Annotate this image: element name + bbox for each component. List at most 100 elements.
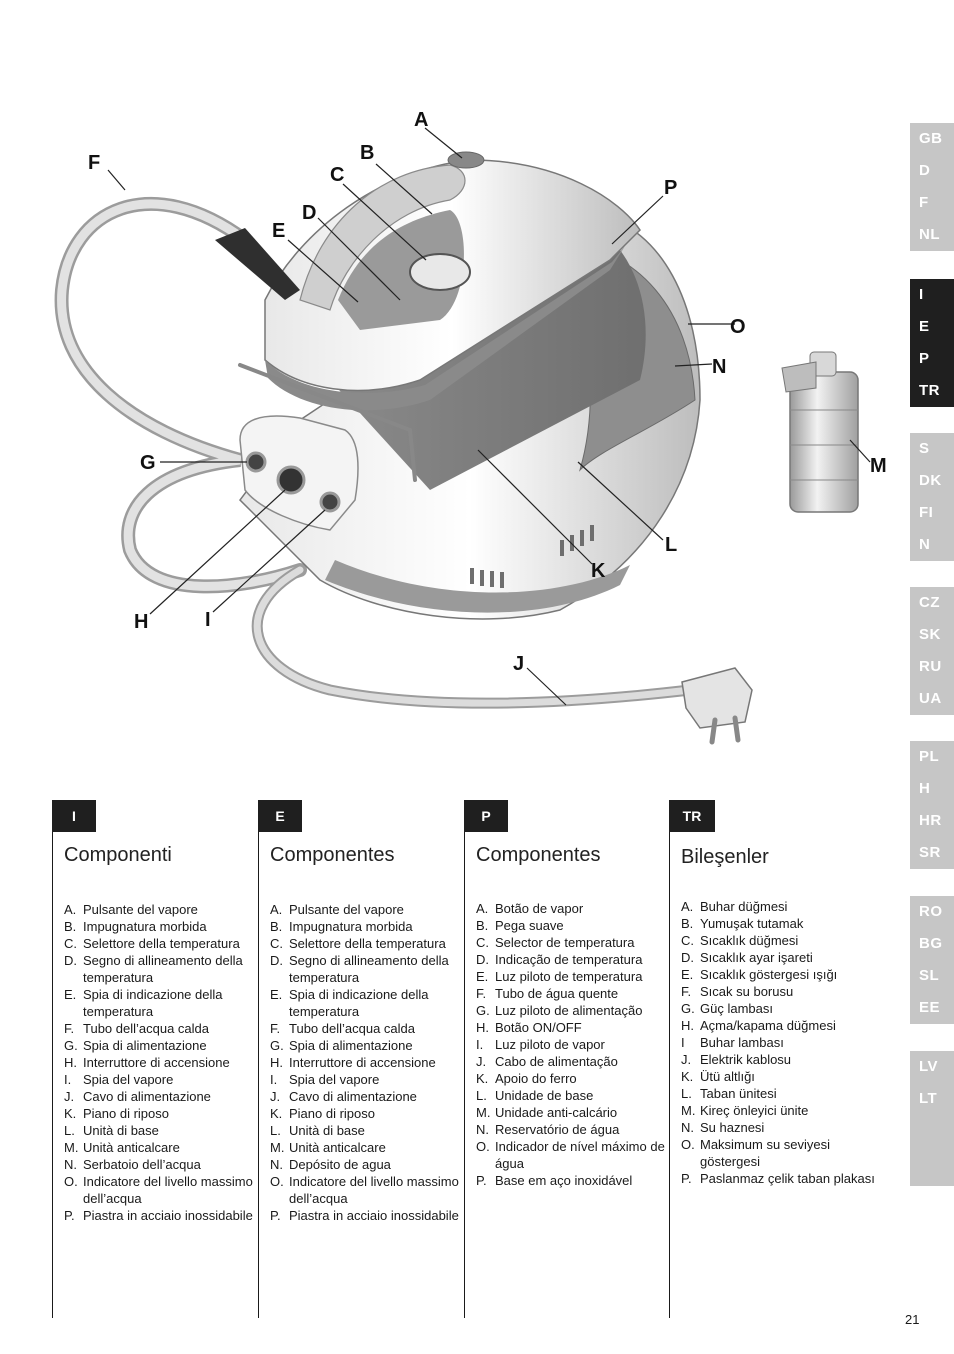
item-text: Buhar lambası — [700, 1035, 784, 1050]
item-key: L. — [64, 1123, 75, 1138]
item-text: Sıcak su borusu — [700, 984, 794, 999]
item-text: Pulsante del vapore — [289, 902, 404, 917]
lang-tab-ee[interactable]: EE — [919, 999, 941, 1016]
lang-tab-hr[interactable]: HR — [919, 812, 942, 829]
label-o: O — [730, 316, 746, 338]
lang-tab-n[interactable]: N — [919, 536, 931, 553]
item-text: Indicador de nível máximo de água — [495, 1139, 665, 1171]
item-text: Spia del vapore — [289, 1072, 380, 1087]
label-e: E — [272, 220, 285, 242]
label-k: K — [591, 560, 606, 582]
list-item: F. Tubo dell’acqua calda — [270, 1020, 460, 1037]
item-text: Unidade anti-calcário — [495, 1105, 618, 1120]
lang-tab-i[interactable]: I — [919, 286, 924, 303]
language-tab-label: E — [258, 800, 302, 832]
lang-tab-p[interactable]: P — [919, 350, 930, 367]
lang-tab-cz[interactable]: CZ — [919, 594, 940, 611]
item-text: Unità anticalcare — [289, 1140, 386, 1155]
item-text: Base em aço inoxidável — [495, 1173, 633, 1188]
item-text: Ütü altlığı — [700, 1069, 755, 1084]
item-text: Elektrik kablosu — [700, 1052, 792, 1067]
lang-tab-s[interactable]: S — [919, 440, 930, 457]
item-text: Serbatoio dell’acqua — [83, 1157, 201, 1172]
item-key: M. — [270, 1140, 285, 1155]
lang-tab-lv[interactable]: LV — [919, 1058, 939, 1075]
item-text: Segno di allineamento della temperatura — [289, 953, 449, 985]
item-text: Apoio do ferro — [495, 1071, 577, 1086]
item-key: L. — [270, 1123, 281, 1138]
lang-tab-sk[interactable]: SK — [919, 626, 941, 643]
lang-tab-ua[interactable]: UA — [919, 690, 942, 707]
list-item: B.Impugnatura morbida — [64, 918, 254, 935]
item-key: F. — [476, 986, 487, 1001]
list-item: O.Maksimum su seviyesi göstergesi — [681, 1136, 886, 1170]
item-text: Cavo di alimentazione — [289, 1089, 417, 1104]
item-text: Selettore della temperatura — [289, 936, 446, 951]
item-key: F. — [270, 1021, 281, 1036]
steam-indicator — [319, 491, 341, 513]
lang-tab-lt[interactable]: LT — [919, 1090, 938, 1107]
list-item: E.Sıcaklık göstergesi ışığı — [681, 966, 886, 983]
lang-tab-tr[interactable]: TR — [919, 382, 940, 399]
item-key: M. — [476, 1105, 491, 1120]
item-key: B. — [64, 919, 77, 934]
item-text: Tubo dell’acqua calda — [289, 1021, 415, 1036]
item-key: K. — [270, 1106, 283, 1121]
lang-group-2: I E P TR — [910, 279, 954, 407]
list-item: H.Açma/kapama düğmesi — [681, 1017, 886, 1034]
list-item: L.Unità di base — [64, 1122, 254, 1139]
list-item: K.Ütü altlığı — [681, 1068, 886, 1085]
lang-tab-sr[interactable]: SR — [919, 844, 941, 861]
lang-tab-gb[interactable]: GB — [919, 130, 943, 147]
label-j: J — [513, 653, 524, 675]
list-item: G.Güç lambası — [681, 1000, 886, 1017]
language-tab-label: P — [464, 800, 508, 832]
list-item: C.Selector de temperatura — [476, 934, 666, 951]
column-rule — [669, 800, 670, 1318]
lang-tab-dk[interactable]: DK — [919, 472, 942, 489]
item-key: N. — [681, 1120, 694, 1135]
item-text: Botão de vapor — [495, 901, 584, 916]
list-item: F.Sıcak su borusu — [681, 983, 886, 1000]
lang-tab-bg[interactable]: BG — [919, 935, 943, 952]
item-text: Spia di indicazione della temperatura — [289, 987, 429, 1019]
list-item: F.Tubo dell’acqua calda — [64, 1020, 254, 1037]
lang-tab-f[interactable]: F — [919, 194, 929, 211]
list-item: D.Indicação de temperatura — [476, 951, 666, 968]
lang-tab-ro[interactable]: RO — [919, 903, 943, 920]
label-h: H — [134, 611, 148, 633]
lang-tab-sl[interactable]: SL — [919, 967, 940, 984]
item-key: M. — [64, 1140, 79, 1155]
list-item: H.Botão ON/OFF — [476, 1019, 666, 1036]
list-item: N.Depósito de agua — [270, 1156, 460, 1173]
column-rule — [464, 800, 465, 1318]
item-text: Segno di allineamento della temperatura — [83, 953, 243, 985]
lang-tab-nl[interactable]: NL — [919, 226, 940, 243]
lang-tab-e[interactable]: E — [919, 318, 930, 335]
item-text: Spia del vapore — [83, 1072, 174, 1087]
list-item: J.Cavo di alimentazione — [270, 1088, 460, 1105]
item-text: Piano di riposo — [289, 1106, 375, 1121]
item-text: Indicação de temperatura — [495, 952, 643, 967]
list-item: F.Tubo de água quente — [476, 985, 666, 1002]
list-item: J.Cabo de alimentação — [476, 1053, 666, 1070]
lang-tab-d[interactable]: D — [919, 162, 931, 179]
item-text: Interruttore di accensione — [289, 1055, 436, 1070]
item-key: P. — [64, 1208, 75, 1223]
item-key: A. — [681, 899, 694, 914]
lang-tab-h[interactable]: H — [919, 780, 931, 797]
lang-tab-fi[interactable]: FI — [919, 504, 934, 521]
lang-tab-pl[interactable]: PL — [919, 748, 940, 765]
item-key: H. — [270, 1055, 283, 1070]
item-key: J. — [681, 1052, 692, 1067]
item-text: Interruttore di accensione — [83, 1055, 230, 1070]
label-m: M — [870, 455, 887, 477]
item-key: K. — [476, 1071, 489, 1086]
column-rule — [52, 800, 53, 1318]
section-title: Componenti — [64, 844, 172, 866]
item-text: Spia di alimentazione — [83, 1038, 207, 1053]
lang-tab-ru[interactable]: RU — [919, 658, 942, 675]
